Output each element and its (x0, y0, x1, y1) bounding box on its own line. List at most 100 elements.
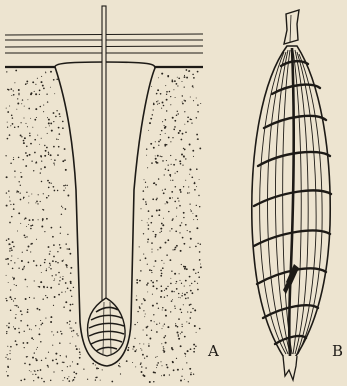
sediment-dot (176, 83, 178, 85)
sediment-dot (20, 185, 21, 186)
sediment-dot (50, 287, 52, 289)
sediment-dot (13, 279, 14, 280)
sediment-dot (72, 304, 73, 305)
sediment-dot (9, 197, 10, 198)
sediment-dot (192, 292, 194, 294)
sediment-dot (143, 310, 144, 311)
sediment-dot (180, 297, 181, 298)
sediment-dot (199, 328, 201, 330)
sediment-dot (10, 88, 12, 90)
sediment-dot (16, 344, 18, 346)
sediment-dot (35, 202, 36, 203)
sediment-dot (43, 381, 45, 383)
sediment-dot (169, 374, 170, 375)
sediment-dot (152, 305, 154, 307)
sediment-dot (96, 367, 98, 369)
sediment-dot (177, 111, 178, 112)
sediment-dot (181, 139, 183, 141)
sediment-dot (55, 261, 57, 263)
sediment-dot (25, 217, 27, 219)
sediment-dot (95, 364, 96, 365)
sediment-dot (176, 114, 178, 116)
sediment-dot (54, 296, 56, 298)
sediment-dot (79, 348, 80, 349)
sediment-dot (67, 378, 68, 379)
sediment-dot (160, 134, 161, 135)
sediment-dot (17, 230, 18, 231)
sediment-dot (195, 273, 196, 274)
sediment-dot (194, 189, 196, 191)
sediment-dot (32, 127, 33, 128)
sediment-dot (87, 379, 88, 380)
sediment-dot (200, 266, 202, 268)
sediment-dot (183, 155, 185, 157)
sediment-dot (175, 186, 177, 188)
sediment-dot (6, 300, 8, 302)
sediment-dot (10, 125, 11, 126)
sediment-dot (189, 203, 190, 204)
sediment-dot (6, 240, 7, 241)
sediment-dot (63, 306, 65, 308)
sediment-dot (180, 309, 182, 311)
sediment-dot (14, 262, 15, 263)
sediment-dot (152, 198, 154, 200)
sediment-dot (179, 225, 181, 227)
sediment-dot (31, 194, 32, 195)
sediment-dot (42, 218, 44, 220)
sediment-dot (186, 77, 188, 79)
sediment-dot (62, 127, 64, 129)
sediment-dot (11, 249, 13, 251)
sediment-dot (152, 114, 153, 115)
sediment-dot (189, 276, 191, 278)
sediment-dot (45, 127, 46, 128)
sediment-dot (153, 231, 154, 232)
sediment-dot (40, 106, 42, 108)
sediment-dot (184, 124, 185, 125)
sediment-dot (183, 243, 185, 245)
sediment-dot (190, 312, 191, 313)
sediment-dot (13, 94, 15, 96)
sediment-dot (177, 197, 179, 199)
sediment-dot (197, 219, 198, 220)
sediment-dot (167, 286, 168, 287)
sediment-dot (178, 200, 179, 201)
sediment-dot (29, 133, 30, 134)
sediment-dot (65, 243, 66, 244)
sediment-dot (180, 163, 182, 165)
sediment-dot (51, 183, 52, 184)
sediment-dot (176, 245, 178, 247)
sediment-dot (44, 155, 46, 157)
sediment-dot (164, 290, 165, 291)
sediment-dot (165, 119, 167, 121)
sediment-dot (58, 139, 59, 140)
sediment-dot (22, 99, 23, 100)
sediment-dot (160, 139, 162, 141)
sediment-dot (181, 222, 182, 223)
sediment-dot (51, 331, 52, 332)
sediment-dot (119, 366, 120, 367)
sediment-dot (51, 159, 52, 160)
sediment-dot (27, 286, 28, 287)
sediment-dot (30, 251, 31, 252)
sediment-dot (145, 203, 147, 205)
sediment-dot (126, 360, 128, 362)
sediment-dot (23, 342, 25, 344)
sediment-dot (10, 260, 11, 261)
sediment-dot (147, 239, 149, 241)
sediment-dot (67, 366, 68, 367)
sediment-dot (137, 311, 138, 312)
sediment-dot (168, 211, 169, 212)
sediment-dot (167, 295, 168, 296)
sediment-dot (140, 362, 141, 363)
sediment-dot (25, 123, 26, 124)
sediment-dot (41, 360, 42, 361)
sediment-dot (58, 294, 60, 296)
sediment-dot (187, 116, 189, 118)
sediment-dot (31, 329, 32, 330)
sediment-dot (170, 283, 172, 285)
sediment-dot (156, 303, 158, 305)
sediment-dot (160, 296, 162, 298)
sediment-dot (165, 309, 167, 311)
sediment-dot (10, 310, 12, 312)
sediment-dot (18, 93, 19, 94)
